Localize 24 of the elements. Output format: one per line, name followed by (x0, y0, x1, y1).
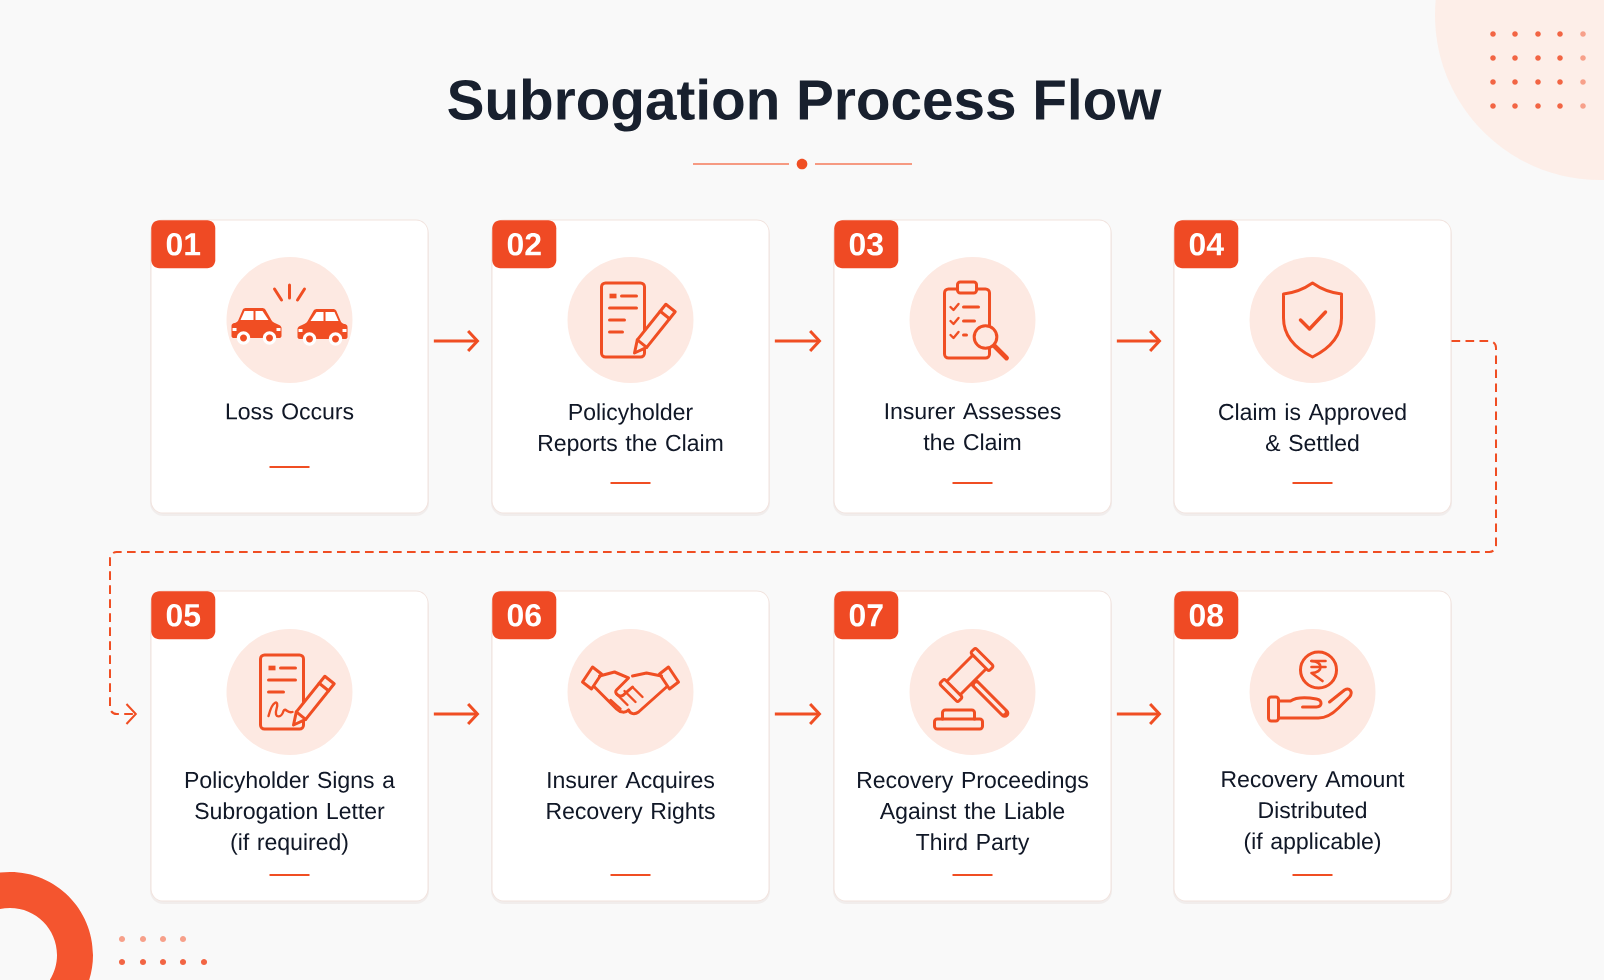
step-title: Policyholder Signs a Subrogation Letter (if required) (185, 771, 395, 855)
arrow (433, 702, 480, 725)
step-title: Recovery Proceedings Against the Liable Third Party (858, 771, 1088, 855)
title: Subrogation Process Flow (448, 78, 1162, 132)
step-number-badge: 03 (834, 220, 899, 269)
step-number-badge: 08 (1174, 591, 1239, 640)
arrow (774, 329, 822, 353)
step-number-badge: 05 (151, 591, 216, 640)
arrow (433, 329, 480, 353)
step-title: Policyholder Reports the Claim (539, 403, 723, 456)
step-title: Loss Occurs (226, 403, 354, 420)
arrow (1116, 329, 1162, 353)
step-number-badge: 02 (492, 220, 557, 269)
step-number-badge: 01 (151, 220, 216, 269)
step-number-badge: 06 (492, 591, 557, 640)
arrow (109, 340, 1497, 725)
arrow (1116, 702, 1162, 725)
step-title: Recovery Amount Distributed (if applicable) (1222, 771, 1405, 854)
step-number-badge: 04 (1174, 220, 1239, 269)
step-title: Insurer Acquires Recovery Rights (547, 771, 715, 824)
step-title: Claim is Approved & Settled (1219, 403, 1406, 452)
arrow (774, 702, 822, 725)
step-number-badge: 07 (834, 591, 899, 640)
step-title: Insurer Assesses the Claim (885, 403, 1061, 451)
